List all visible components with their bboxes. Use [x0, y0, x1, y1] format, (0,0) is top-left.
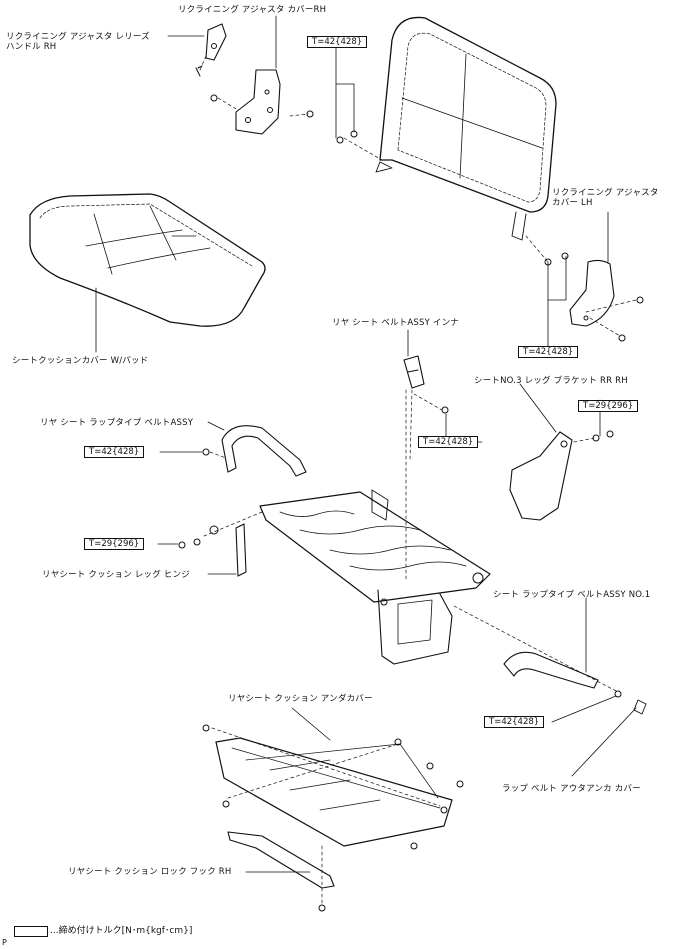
torque-box: T=42{428} — [418, 436, 479, 448]
label-cushion-under-cover: リヤシート クッション アンダカバー — [228, 694, 373, 704]
torque-box: T=29{296} — [578, 400, 639, 412]
label-leg-bracket-rr-rh: シートNO.3 レッグ ブラケット RR RH — [474, 376, 628, 386]
label-release-handle-rh: リクライニング アジャスタ レリーズ ハンドル RH — [6, 32, 150, 52]
label-recliner-cover-rh: リクライニング アジャスタ カバーRH — [178, 5, 327, 15]
label-cushion-cover-with-pad: シートクッションカバー W/パッド — [12, 356, 149, 366]
page-mark: P — [2, 938, 7, 947]
cushion-leg-hinge — [178, 523, 247, 577]
recliner-cover-rh — [210, 69, 314, 135]
torque-box: T=42{428} — [307, 36, 368, 48]
seat-cushion — [29, 193, 266, 327]
label-lap-belt-outer-anchor-cover: ラップ ベルト アウタアンカ カバー — [502, 784, 641, 794]
label-cushion-leg-hinge: リヤシート クッション レッグ ヒンジ — [42, 570, 190, 580]
label-rear-belt-inner: リヤ シート ベルトASSY インナ — [332, 318, 460, 328]
label-recliner-cover-lh: リクライニング アジャスタ カバー LH — [552, 188, 659, 208]
cushion-lock-hook-rh — [227, 831, 335, 912]
torque-legend-box — [14, 926, 48, 937]
label-cushion-lock-hook-rh: リヤシート クッション ロック フック RH — [68, 867, 232, 877]
torque-box: T=42{428} — [84, 446, 145, 458]
leg-bracket-rr-rh — [509, 430, 614, 521]
lap-belt-assy — [202, 425, 307, 477]
belt-inner-buckle — [403, 355, 449, 414]
label-lap-belt-assy: リヤ シート ラップタイプ ベルトASSY — [40, 418, 194, 428]
release-handle-rh — [195, 23, 227, 77]
seat-back — [375, 16, 557, 241]
label-lap-belt-assy-no1: シート ラップタイプ ベルトASSY NO.1 — [493, 590, 651, 600]
torque-box: T=42{428} — [484, 716, 545, 728]
torque-legend-text: ...締め付けトルク[N･m{kgf･cm}] — [50, 926, 193, 936]
seat-frame — [259, 489, 491, 665]
recliner-cover-lh — [544, 252, 644, 342]
torque-box: T=42{428} — [518, 346, 579, 358]
torque-box: T=29{296} — [84, 538, 145, 550]
lap-belt-assy-no1 — [503, 651, 647, 715]
cushion-under-cover — [202, 724, 464, 850]
